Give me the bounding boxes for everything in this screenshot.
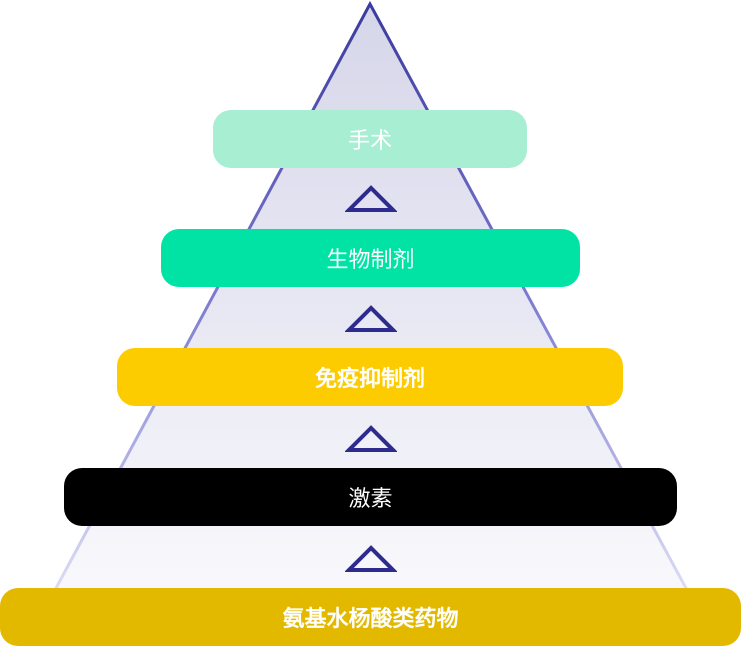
up-arrow-icon [345, 425, 397, 452]
level-immunosuppressants: 免疫抑制剂 [117, 348, 623, 406]
level-label: 激素 [348, 487, 393, 512]
level-biologics: 生物制剂 [161, 229, 580, 287]
level-label: 手术 [347, 129, 392, 154]
level-label: 免疫抑制剂 [314, 367, 425, 392]
level-label: 氨基水杨酸类药物 [282, 607, 459, 632]
level-surgery: 手术 [213, 110, 527, 168]
level-steroids: 激素 [64, 468, 677, 526]
up-arrow-icon [345, 185, 397, 212]
up-arrow-icon [345, 545, 397, 572]
level-aminosalicylates: 氨基水杨酸类药物 [0, 588, 741, 646]
up-arrow-icon [345, 305, 397, 332]
level-label: 生物制剂 [326, 248, 415, 273]
